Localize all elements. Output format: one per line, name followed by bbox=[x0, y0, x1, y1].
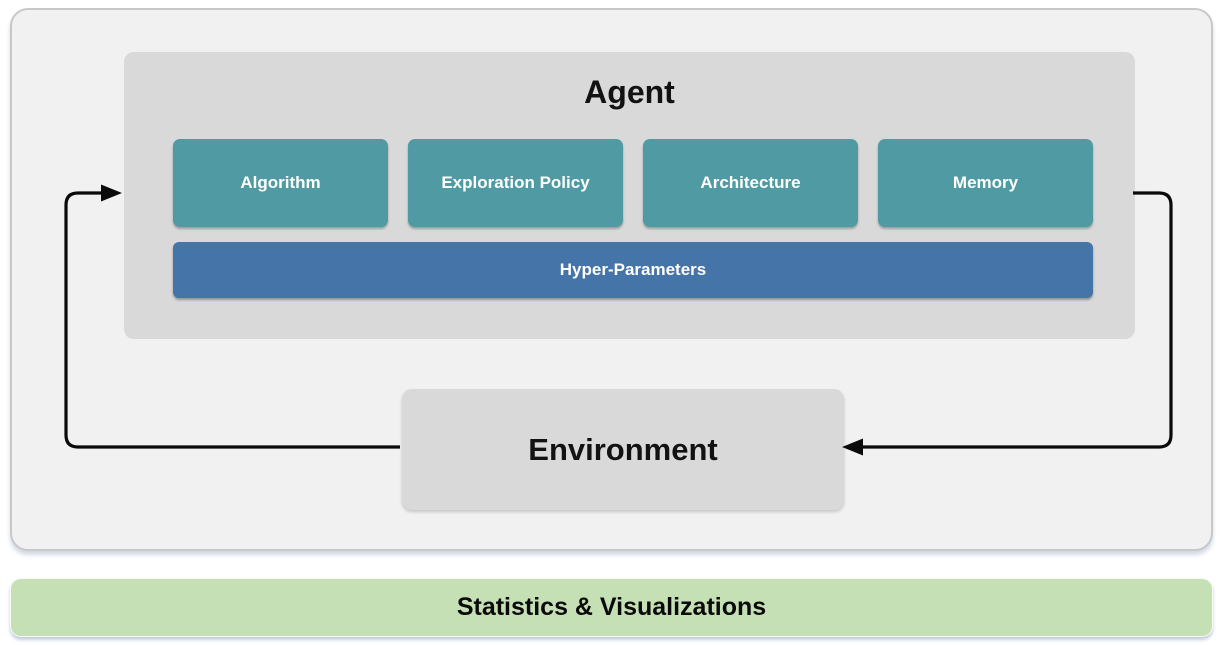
hyper-parameters-bar: Hyper-Parameters bbox=[173, 242, 1093, 298]
training-loop-panel: Agent Algorithm Exploration Policy Archi… bbox=[10, 8, 1213, 551]
component-exploration-policy: Exploration Policy bbox=[408, 139, 623, 227]
environment-box: Environment bbox=[402, 389, 844, 510]
environment-title: Environment bbox=[528, 431, 718, 467]
agent-title: Agent bbox=[584, 74, 675, 110]
component-memory: Memory bbox=[878, 139, 1093, 227]
statistics-visualizations-bar: Statistics & Visualizations bbox=[10, 578, 1213, 637]
agent-box: Agent Algorithm Exploration Policy Archi… bbox=[124, 52, 1135, 339]
component-architecture: Architecture bbox=[643, 139, 858, 227]
component-algorithm: Algorithm bbox=[173, 139, 388, 227]
agent-components-row: Algorithm Exploration Policy Architectur… bbox=[173, 139, 1093, 227]
